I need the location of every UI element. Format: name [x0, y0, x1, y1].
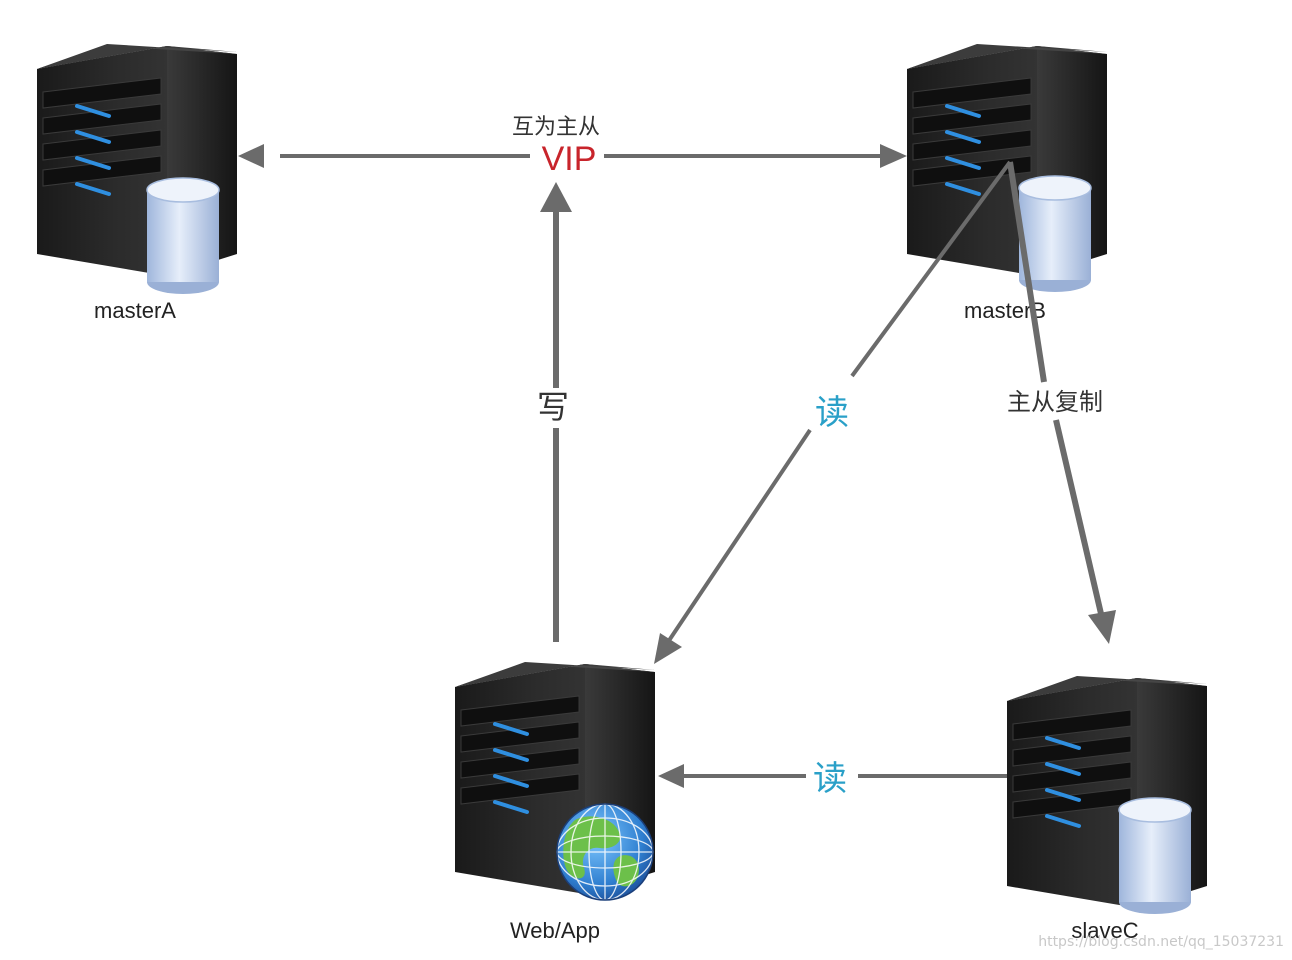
arrowhead-left	[658, 764, 684, 788]
node-label-slave-c: slaveC	[1071, 918, 1138, 943]
server-master-a: masterA	[35, 42, 239, 323]
arrowhead-down	[1088, 610, 1116, 644]
edge-label-read-master-b: 读	[815, 393, 849, 433]
edge-write: 写	[537, 182, 572, 642]
arrowhead-left	[238, 144, 264, 168]
globe-icon	[556, 803, 654, 901]
edge-label-mutual-master: 互为主从	[512, 115, 600, 140]
edge-label-vip: VIP	[542, 140, 597, 178]
node-label-web-app: Web/App	[510, 918, 600, 943]
edge-read-slave-c: 读	[658, 759, 1007, 799]
edge-label-replication: 主从复制	[1007, 388, 1103, 416]
database-cylinder-icon	[1118, 797, 1192, 915]
arrowhead-right	[880, 144, 907, 168]
database-cylinder-icon	[146, 177, 220, 295]
server-master-b: masterB	[905, 42, 1109, 323]
edge-replication: 主从复制	[1007, 161, 1116, 644]
node-label-master-a: masterA	[94, 298, 176, 323]
edge-read-master-b: 读	[654, 160, 1012, 664]
server-slave-c: slaveC	[1005, 674, 1209, 943]
edge-label-write: 写	[537, 388, 569, 426]
edge-label-read-slave-c: 读	[813, 759, 847, 799]
watermark: https://blog.csdn.net/qq_15037231	[1038, 934, 1284, 950]
arrowhead-down-left	[654, 633, 682, 664]
arrowhead-up	[540, 182, 572, 212]
edge-mutual-master: 互为主从 VIP	[238, 115, 907, 178]
server-web-app: Web/App	[453, 660, 657, 943]
